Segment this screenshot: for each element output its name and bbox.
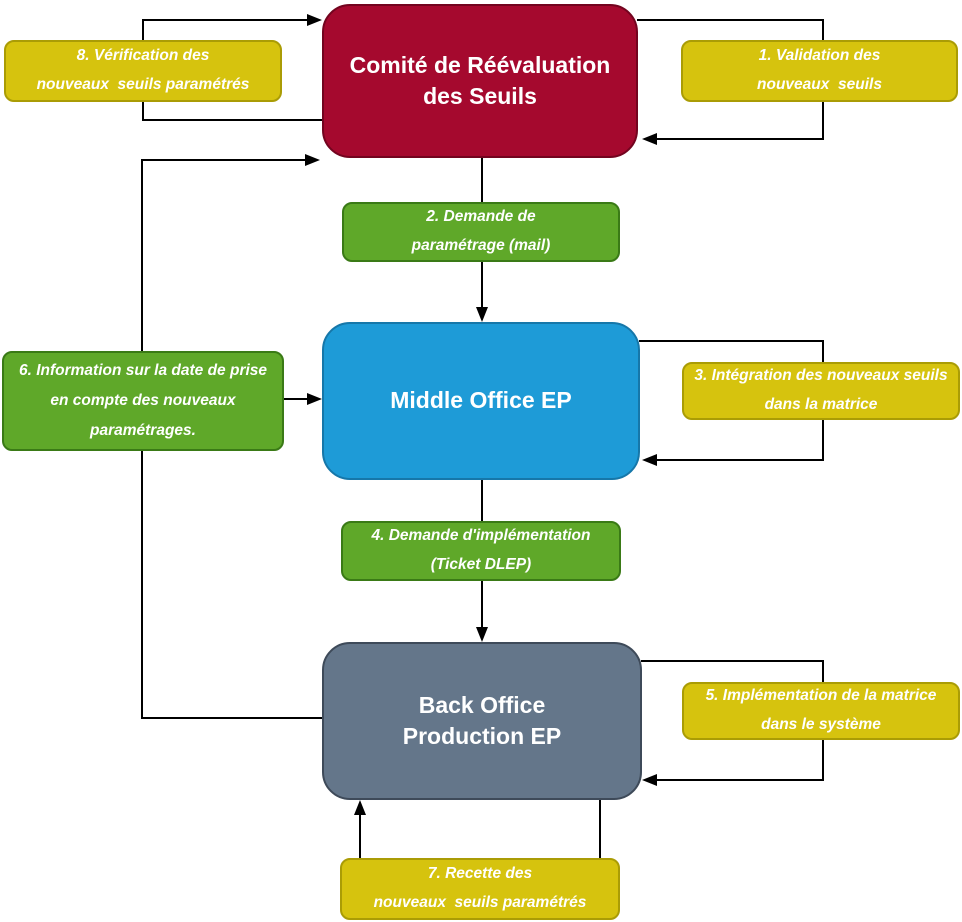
node-back-office-production-ep: Back Office Production EP [322,642,642,800]
line-segment [359,815,361,889]
line-segment [641,660,823,662]
node-comite-reevaluation-seuils: Comité de Réévaluation des Seuils [322,4,638,158]
line-segment [141,159,305,161]
step-5-implementation-matrice: 5. Implémentation de la matrice dans le … [682,682,960,740]
line-segment [284,398,307,400]
step-8-verification-seuils: 8. Vérification des nouveaux seuils para… [4,40,282,102]
node-middle-office-ep: Middle Office EP [322,322,640,480]
arrowhead [354,800,366,815]
line-segment [637,19,824,21]
line-segment [142,19,307,21]
line-segment [599,799,601,889]
step-3-integration-seuils-matrice: 3. Intégration des nouveaux seuils dans … [682,362,960,420]
arrowhead [307,14,322,26]
arrowhead [642,774,657,786]
step-6-information-date: 6. Information sur la date de prise en c… [2,351,284,451]
step-2-demande-parametrage: 2. Demande de paramétrage (mail) [342,202,620,262]
line-segment [639,340,823,342]
arrowhead [307,393,322,405]
step-1-validation-seuils: 1. Validation des nouveaux seuils [681,40,958,102]
line-segment [657,459,824,461]
arrowhead [642,454,657,466]
line-segment [657,138,824,140]
line-segment [657,779,824,781]
arrowhead [476,627,488,642]
line-segment [142,119,323,121]
arrowhead [642,133,657,145]
line-segment [141,717,323,719]
arrowhead [305,154,320,166]
arrowhead [476,307,488,322]
step-4-demande-implementation: 4. Demande d'implémentation (Ticket DLEP… [341,521,621,581]
step-7-recette-seuils: 7. Recette des nouveaux seuils paramétré… [340,858,620,920]
